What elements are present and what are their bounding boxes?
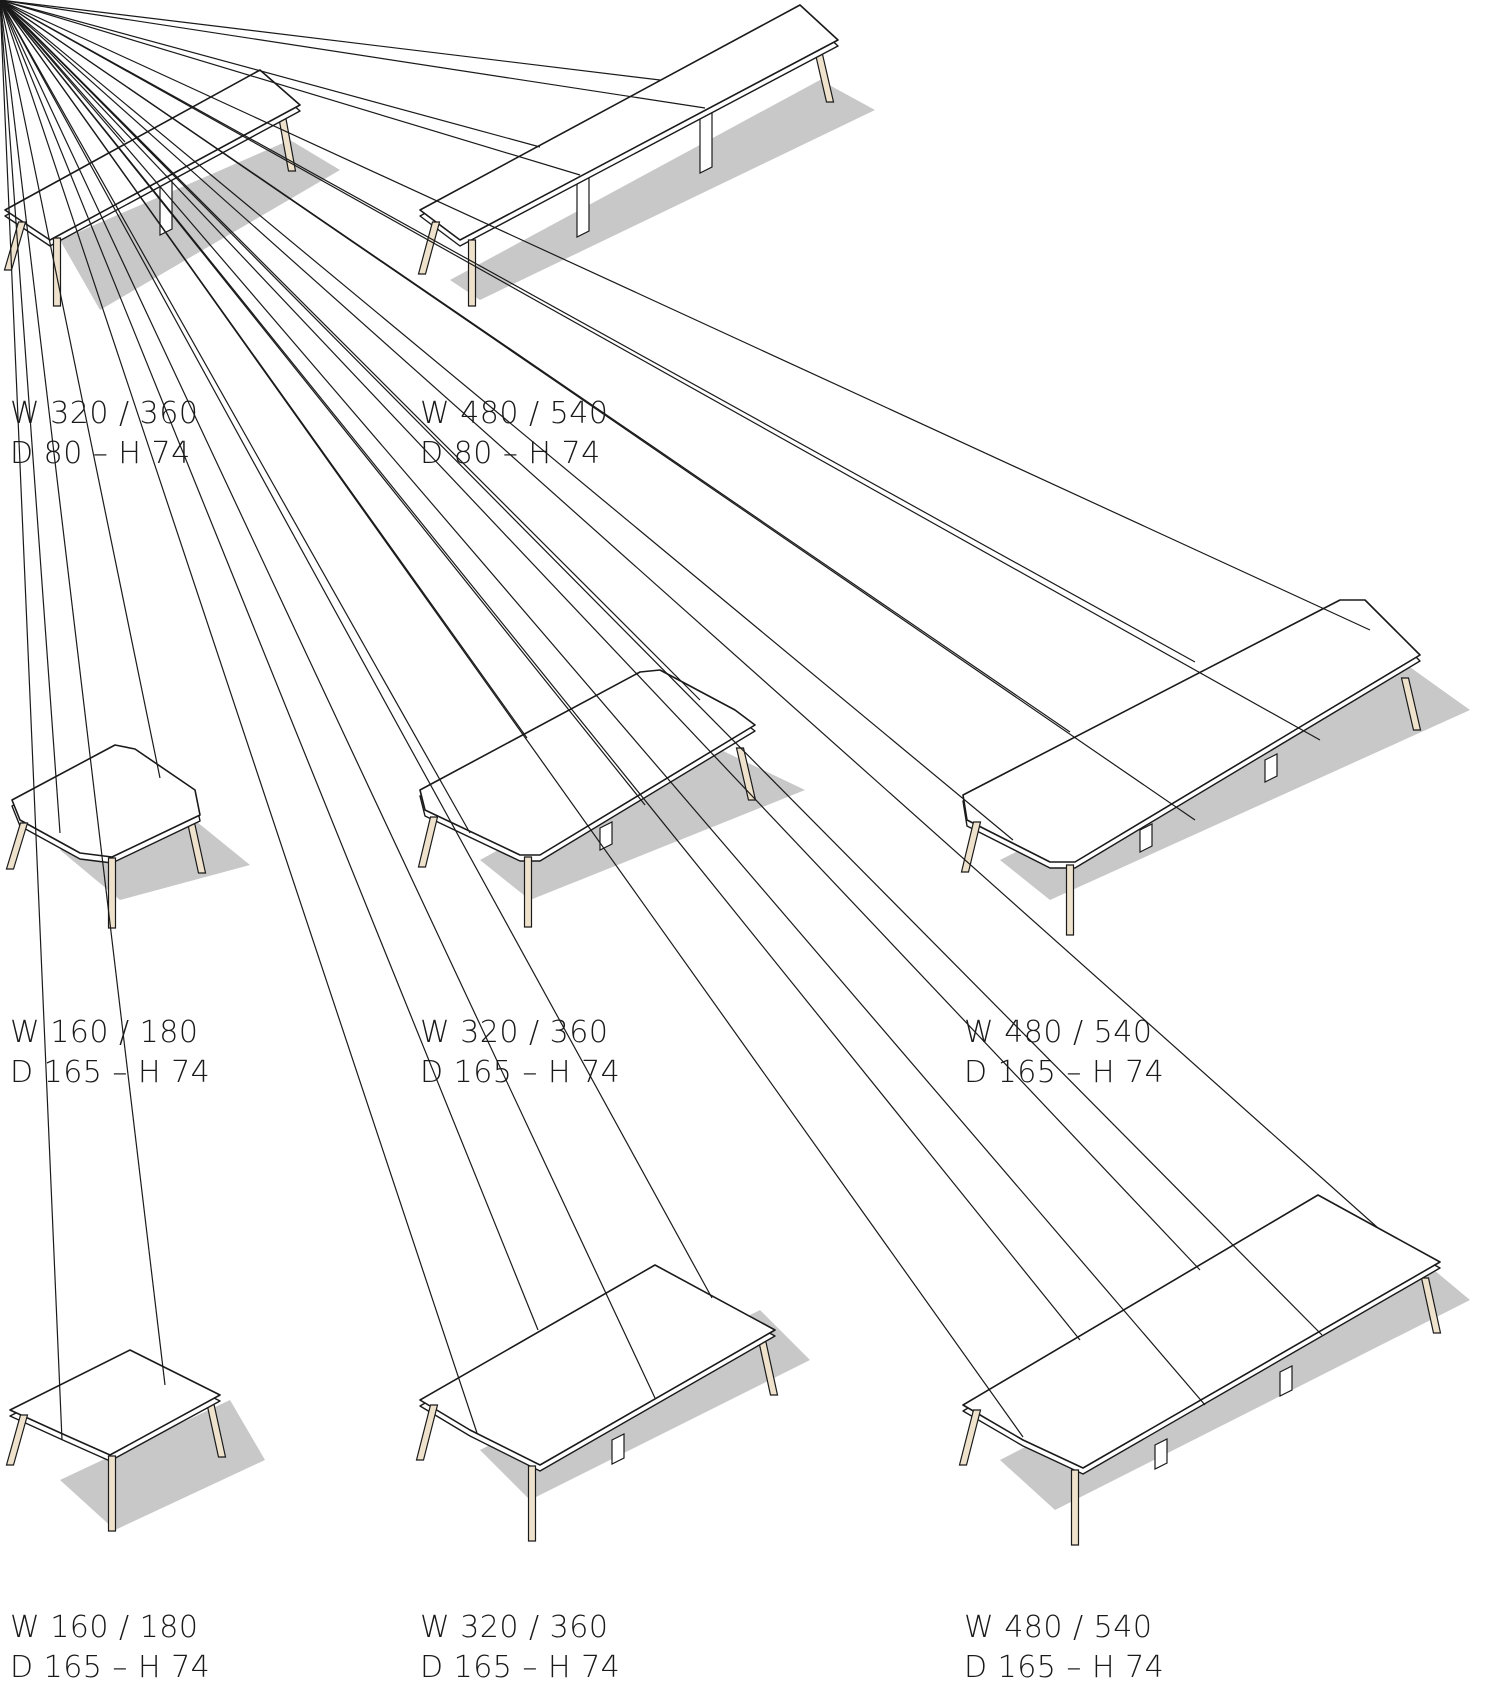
table-seam: [0, 0, 1014, 841]
depth-height-dimension: D 165 – H 74: [10, 1055, 211, 1090]
depth-height-dimension: D 165 – H 74: [964, 1650, 1165, 1685]
table-leg: [417, 816, 439, 868]
depth-height-dimension: D 80 – H 74: [420, 436, 601, 471]
table-leg: [417, 221, 441, 275]
table-drawing-r3-c1: [0, 0, 227, 1532]
table-leg: [1420, 1277, 1442, 1334]
table-seam: [0, 0, 1196, 663]
table-leg: [1400, 677, 1422, 731]
table-leg: [5, 822, 29, 870]
dimension-label: W 480 / 540 D 165 – H 74: [964, 1013, 1164, 1093]
table-leg: [523, 856, 533, 928]
table-shadow: [60, 140, 340, 310]
table-leg: [467, 239, 477, 307]
table-seam: [0, 0, 1371, 631]
table-drawing-r2-c3: [0, 0, 1422, 936]
table-center-support: [576, 175, 590, 238]
table-top: [9, 1349, 221, 1456]
table-center-support: [1279, 1365, 1293, 1397]
table-top: [419, 1264, 776, 1466]
depth-height-dimension: D 165 – H 74: [964, 1055, 1165, 1090]
depth-height-dimension: D 165 – H 74: [10, 1650, 211, 1685]
width-dimension: W 160 / 180: [10, 1610, 199, 1645]
table-seam: [0, 0, 581, 176]
table-seam: [0, 0, 706, 109]
table-top: [419, 669, 756, 856]
table-center-support: [1154, 1438, 1168, 1470]
table-seam: [0, 0, 1196, 821]
table-seam: [0, 0, 161, 779]
table-drawing-r3-c3: [0, 0, 1442, 1546]
table-shadow: [480, 740, 805, 900]
table-seam: [0, 0, 541, 148]
table-leg: [415, 1404, 439, 1461]
table-seam: [0, 0, 1379, 1229]
table-seam: [0, 0, 713, 1299]
table-top: [962, 599, 1421, 863]
table-top: [11, 744, 201, 858]
width-dimension: W 480 / 540: [964, 1610, 1153, 1645]
dimension-label: W 160 / 180 D 165 – H 74: [10, 1013, 210, 1093]
depth-height-dimension: D 165 – H 74: [420, 1650, 621, 1685]
dimension-label: W 480 / 540 D 165 – H 74: [964, 1608, 1164, 1688]
table-seam: [0, 0, 1024, 1438]
table-center-support: [1139, 823, 1153, 853]
table-seam: [0, 0, 63, 1441]
table-shadow: [450, 80, 875, 300]
table-leg: [3, 221, 27, 271]
table-seam: [0, 0, 1206, 1406]
table-leg: [958, 1409, 982, 1466]
table-leg: [1070, 1469, 1080, 1546]
width-dimension: W 480 / 540: [964, 1015, 1153, 1050]
table-seam: [0, 0, 539, 1331]
dimension-label: W 320 / 360 D 80 – H 74: [10, 394, 198, 474]
dimension-label: W 320 / 360 D 165 – H 74: [420, 1013, 620, 1093]
table-drawing-r1-c2: [0, 0, 839, 307]
table-top: [419, 4, 839, 241]
dimension-label: W 160 / 180 D 165 – H 74: [10, 1608, 210, 1688]
table-drawing-r2-c1: [0, 0, 207, 929]
table-leg: [527, 1465, 537, 1542]
table-seam: [0, 0, 166, 1386]
table-seam: [0, 0, 1321, 741]
table-seam: [0, 0, 471, 834]
dimension-label: W 480 / 540 D 80 – H 74: [420, 394, 608, 474]
table-seam: [0, 0, 1323, 1336]
width-dimension: W 320 / 360: [420, 1015, 609, 1050]
table-center-support: [1264, 753, 1278, 783]
dimension-label: W 320 / 360 D 165 – H 74: [420, 1608, 620, 1688]
table-seam: [0, 0, 478, 1434]
width-dimension: W 320 / 360: [420, 1610, 609, 1645]
width-dimension: W 160 / 180: [10, 1015, 199, 1050]
table-top: [962, 1194, 1441, 1469]
table-leg: [1065, 864, 1075, 936]
width-dimension: W 480 / 540: [420, 396, 609, 431]
depth-height-dimension: D 80 – H 74: [10, 436, 191, 471]
table-seam: [0, 0, 61, 834]
table-seam: [0, 0, 701, 701]
table-seam: [0, 0, 1081, 1341]
depth-height-dimension: D 165 – H 74: [420, 1055, 621, 1090]
width-dimension: W 320 / 360: [10, 396, 199, 431]
table-leg: [5, 1414, 29, 1466]
table-seam: [0, 0, 661, 81]
table-seam: [0, 0, 1201, 1271]
table-leg: [52, 237, 62, 307]
table-leg: [107, 1455, 117, 1532]
table-leg: [107, 857, 117, 929]
table-leg: [960, 821, 982, 873]
table-seam: [0, 0, 656, 1399]
table-shadow: [60, 800, 250, 900]
table-center-support: [699, 111, 713, 174]
table-drawing-r3-c2: [0, 0, 779, 1542]
table-center-support: [611, 1433, 625, 1465]
